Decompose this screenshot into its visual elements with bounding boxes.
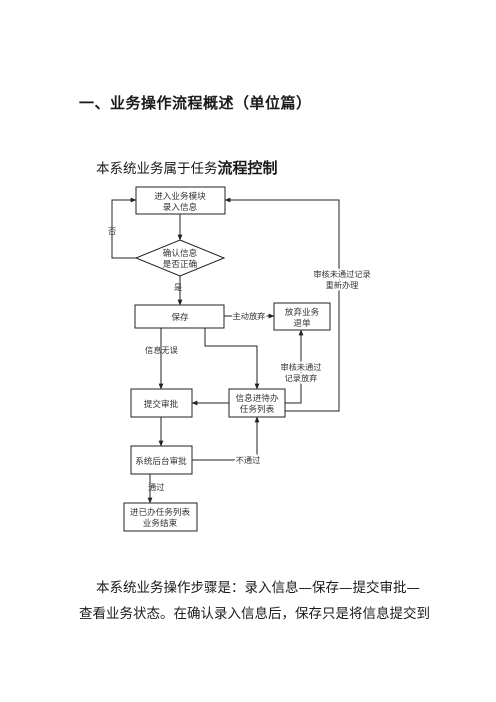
- edge-no-loop: [111, 197, 137, 259]
- node-confirm-line2: 是否正确: [163, 258, 197, 270]
- edge-label-rejected-redo-2: 重新办理: [326, 280, 359, 290]
- edge-label-no: 否: [108, 226, 116, 236]
- node-save-label: 保存: [171, 311, 189, 323]
- edge-rejected-redo: [224, 197, 340, 412]
- node-enter-line1: 进入业务模块: [154, 190, 206, 202]
- intro-text: 本系统业务属于任务: [96, 161, 218, 177]
- node-submit-label: 提交审批: [144, 398, 179, 410]
- edge-rejected-abandon: [285, 329, 304, 404]
- node-enter-line2: 录入信息: [163, 201, 198, 213]
- body-paragraph-line2: 查看业务状态。在确认录入信息后，保存只是将信息提交到: [79, 606, 430, 622]
- edge-label-yes: 是: [174, 282, 182, 292]
- node-done-line1: 进已办任务列表: [130, 506, 191, 518]
- edge-save-to-todo: [204, 328, 260, 390]
- node-todo-line2: 任务列表: [240, 403, 275, 415]
- node-done-line2: 业务结束: [143, 517, 178, 529]
- edge-label-rejected-abandon-2: 记录放弃: [285, 373, 318, 383]
- node-backend-label: 系统后台审批: [135, 455, 187, 467]
- node-abandon-line1: 放弃业务: [285, 306, 320, 318]
- body-paragraph-line1: 本系统业务操作步骤是：录入信息—保存—提交审批—: [96, 580, 420, 596]
- edge-label-active-abandon: 主动放弃: [233, 311, 266, 321]
- edge-label-passed: 通过: [148, 482, 164, 492]
- node-todo-line1: 信息进待办: [236, 392, 279, 404]
- node-confirm-line1: 确认信息: [163, 247, 198, 259]
- section-heading: 一、业务操作流程概述（单位篇）: [79, 94, 312, 112]
- edge-label-not-passed: 不通过: [236, 455, 261, 465]
- intro-line: 本系统业务属于任务流程控制: [96, 157, 278, 178]
- edge-label-rejected-abandon-1: 审核未通过: [281, 362, 322, 372]
- edge-not-passed: [192, 416, 260, 461]
- intro-emphasis: 流程控制: [217, 159, 278, 177]
- node-abandon-line2: 退单: [293, 317, 311, 329]
- edge-label-rejected-redo-1: 审核未通过记录: [313, 269, 370, 279]
- edge-label-info-ok: 信息无误: [145, 345, 178, 355]
- node-done-box: [123, 502, 198, 532]
